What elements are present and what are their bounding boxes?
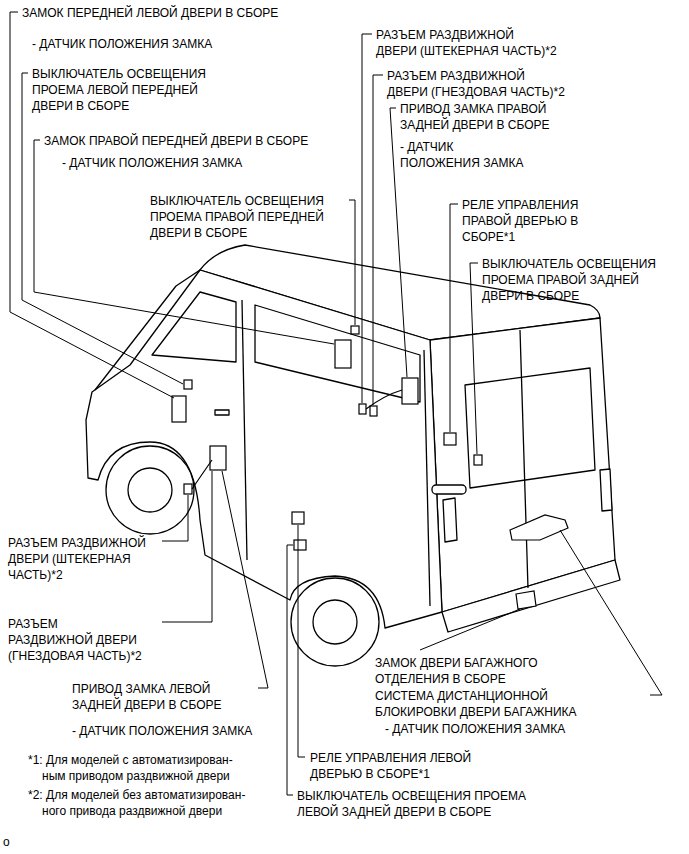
leader-line [420, 609, 520, 650]
leader-line [287, 545, 293, 795]
leader-line [560, 530, 662, 695]
van-body [86, 245, 620, 666]
part-label: ПРИВОД ЗАМКА ПРАВОЙ ЗАДНЕЙ ДВЕРИ В СБОРЕ [400, 101, 550, 133]
front-window [152, 292, 236, 362]
front-wheel [106, 446, 194, 534]
front-left-switch [184, 380, 192, 389]
part-label: СИСТЕМА ДИСТАНЦИОННОЙ БЛОКИРОВКИ ДВЕРИ Б… [375, 688, 577, 720]
rear-right-actuator [402, 378, 418, 404]
part-label: РАЗЪЕМ РАЗДВИЖНОЙ ДВЕРИ (ГНЕЗДОВАЯ ЧАСТЬ… [387, 68, 565, 100]
windshield-edge [95, 270, 200, 390]
rear-left-switch [294, 540, 306, 550]
part-label: ВЫКЛЮЧАТЕЛЬ ОСВЕЩЕНИЯ ПРОЕМА ЛЕВОЙ ПЕРЕД… [32, 66, 206, 114]
component-parts [172, 326, 568, 609]
door-edge [424, 350, 430, 606]
leader-line [298, 525, 305, 757]
side-panel [86, 270, 442, 628]
leader-line [349, 200, 355, 325]
part-label: - ДАТЧИК ПОЛОЖЕНИЯ ЗАМКА [32, 36, 212, 52]
leader-line [362, 34, 372, 403]
rear-right-switch [474, 455, 482, 465]
leader-line [373, 75, 383, 405]
wire [192, 460, 212, 489]
rear-wheel-hub [313, 600, 357, 644]
part-label: РЕЛЕ УПРАВЛЕНИЯ ПРАВОЙ ДВЕРЬЮ В СБОРЕ*1 [462, 197, 580, 245]
part-label: ЗАМОК ДВЕРИ БАГАЖНОГО ОТДЕЛЕНИЯ В СБОРЕ [375, 655, 539, 687]
tail-lamp [443, 498, 457, 542]
door-handle [215, 410, 229, 415]
tail-lamp [600, 469, 612, 511]
leader-line [162, 495, 188, 541]
leader-line [222, 471, 268, 688]
part-label: - ДАТЧИК ПОЛОЖЕНИЯ ЗАМКА [62, 155, 242, 171]
rear-left-actuator [210, 446, 226, 470]
rear-bumper [442, 560, 620, 632]
front-right-switch [351, 326, 359, 334]
leader-line [470, 263, 478, 454]
door-handle [432, 485, 466, 494]
side-window [255, 305, 420, 402]
rear-door-split [520, 330, 528, 588]
left-relay [292, 512, 304, 524]
part-label: РАЗЪЕМ РАЗДВИЖНОЙ ДВЕРИ (ГНЕЗДОВАЯ ЧАСТЬ… [8, 616, 142, 664]
back-door-release [510, 515, 568, 540]
right-relay [444, 433, 456, 445]
part-label: РЕЛЕ УПРАВЛЕНИЯ ЛЕВОЙ ДВЕРЬЮ В СБОРЕ*1 [310, 750, 472, 782]
back-door-lock [516, 591, 536, 609]
wire [366, 390, 402, 409]
sliding-connector [359, 404, 366, 414]
leader-lines [10, 12, 662, 795]
rear-window [465, 368, 595, 488]
part-label: ВЫКЛЮЧАТЕЛЬ ОСВЕЩЕНИЯ ПРОЕМА ПРАВОЙ ПЕРЕ… [150, 193, 324, 241]
part-label: - ДАТЧИК ПОЛОЖЕНИЯ ЗАМКА [72, 723, 252, 739]
front-left-lock [172, 396, 186, 422]
rear-wheel [291, 578, 379, 666]
part-label: ПРИВОД ЗАМКА ЛЕВОЙ ЗАДНЕЙ ДВЕРИ В СБОРЕ [72, 681, 222, 713]
part-label: РАЗЪЕМ РАЗДВИЖНОЙ ДВЕРИ (ШТЕКЕРНАЯ ЧАСТЬ… [376, 27, 558, 59]
leader-line [450, 204, 458, 432]
part-label: ЗАМОК ПЕРЕДНЕЙ ЛЕВОЙ ДВЕРИ В СБОРЕ [22, 5, 278, 21]
part-label: ЗАМОК ПРАВОЙ ПЕРЕДНЕЙ ДВЕРИ В СБОРЕ [44, 133, 308, 149]
front-right-lock [335, 340, 351, 368]
part-label: - ДАТЧИК ПОЛОЖЕНИЯ ЗАМКА [400, 139, 524, 171]
part-label: ВЫКЛЮЧАТЕЛЬ ОСВЕЩЕНИЯ ПРОЕМА ЛЕВОЙ ЗАДНЕ… [297, 788, 527, 820]
footnote: *1: Для моделей с автоматизирован- ным п… [28, 752, 234, 784]
part-label: ВЫКЛЮЧАТЕЛЬ ОСВЕЩЕНИЯ ПРОЕМА ПРАВОЙ ЗАДН… [482, 256, 656, 304]
figure-id: o [3, 834, 10, 850]
part-label: РАЗЪЕМ РАЗДВИЖНОЙ ДВЕРИ (ШТЕКЕРНАЯ ЧАСТЬ… [8, 535, 146, 583]
sliding-connector [370, 406, 377, 416]
footnote: *2: Для моделей без автоматизирован- ног… [28, 787, 246, 819]
door-edge [242, 300, 247, 560]
leader-line [162, 471, 212, 622]
leader-line [34, 140, 334, 344]
part-label: - ДАТЧИК ПОЛОЖЕНИЯ ЗАМКА [385, 721, 565, 737]
front-wheel-hub [128, 468, 172, 512]
left-connector [184, 484, 192, 494]
